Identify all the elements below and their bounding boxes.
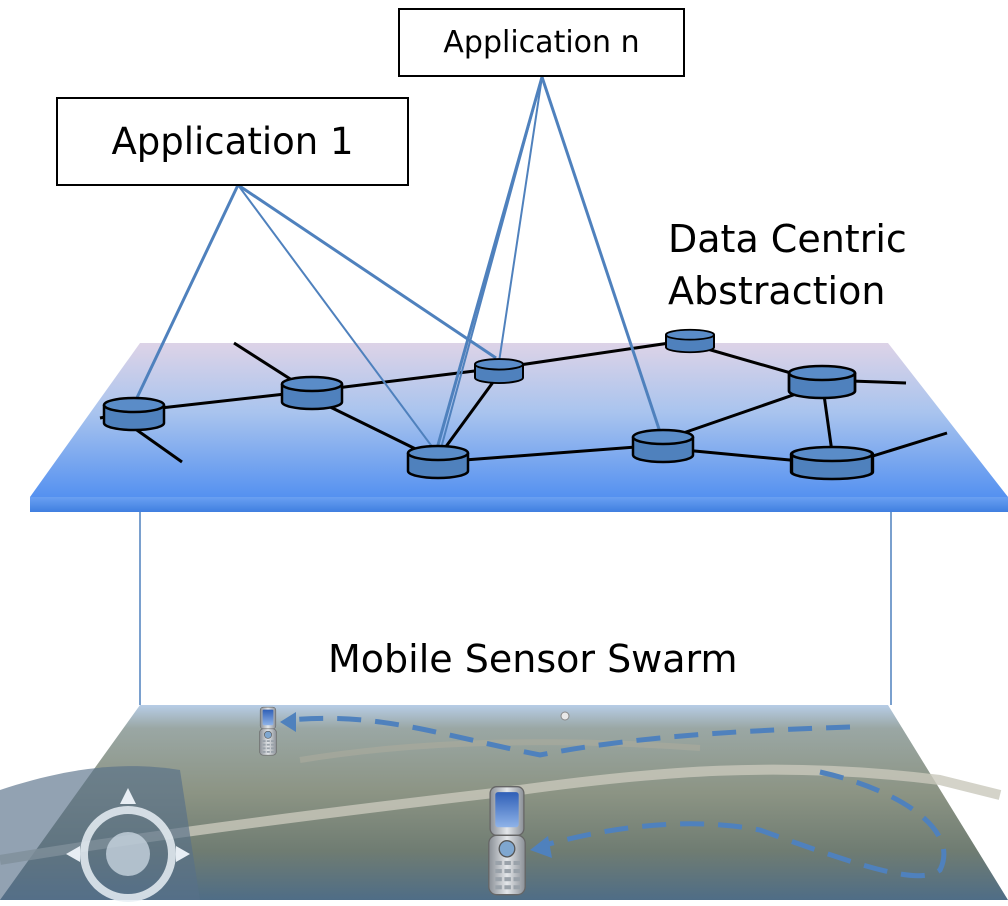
map-compass-icon[interactable] [66,788,190,902]
database-node-icon [787,364,857,400]
mobile-phone-icon[interactable] [259,706,277,756]
database-node-icon [102,396,166,432]
database-node-icon [631,428,695,464]
application-links [132,76,662,453]
database-node-icon [406,444,470,480]
trajectory-arrowheads [280,712,552,858]
database-node-icon [664,328,716,354]
application-1-box: Application 1 [56,97,409,186]
mobile-phone-icon[interactable] [488,786,526,896]
application-n-box: Application n [398,8,685,77]
application-n-label: Application n [443,25,640,60]
database-node-icon [280,375,344,411]
phone-trajectories [289,715,947,879]
data-centric-abstraction-label: Data Centric Abstraction [668,213,998,317]
mobile-sensor-swarm-label: Mobile Sensor Swarm [328,637,738,681]
application-1-label: Application 1 [111,120,354,163]
abstraction-line: Abstraction [668,269,886,313]
database-node-icon [789,445,875,481]
data-centric-line: Data Centric [668,217,907,261]
database-node-icon [473,357,525,385]
map-marker [560,711,570,721]
